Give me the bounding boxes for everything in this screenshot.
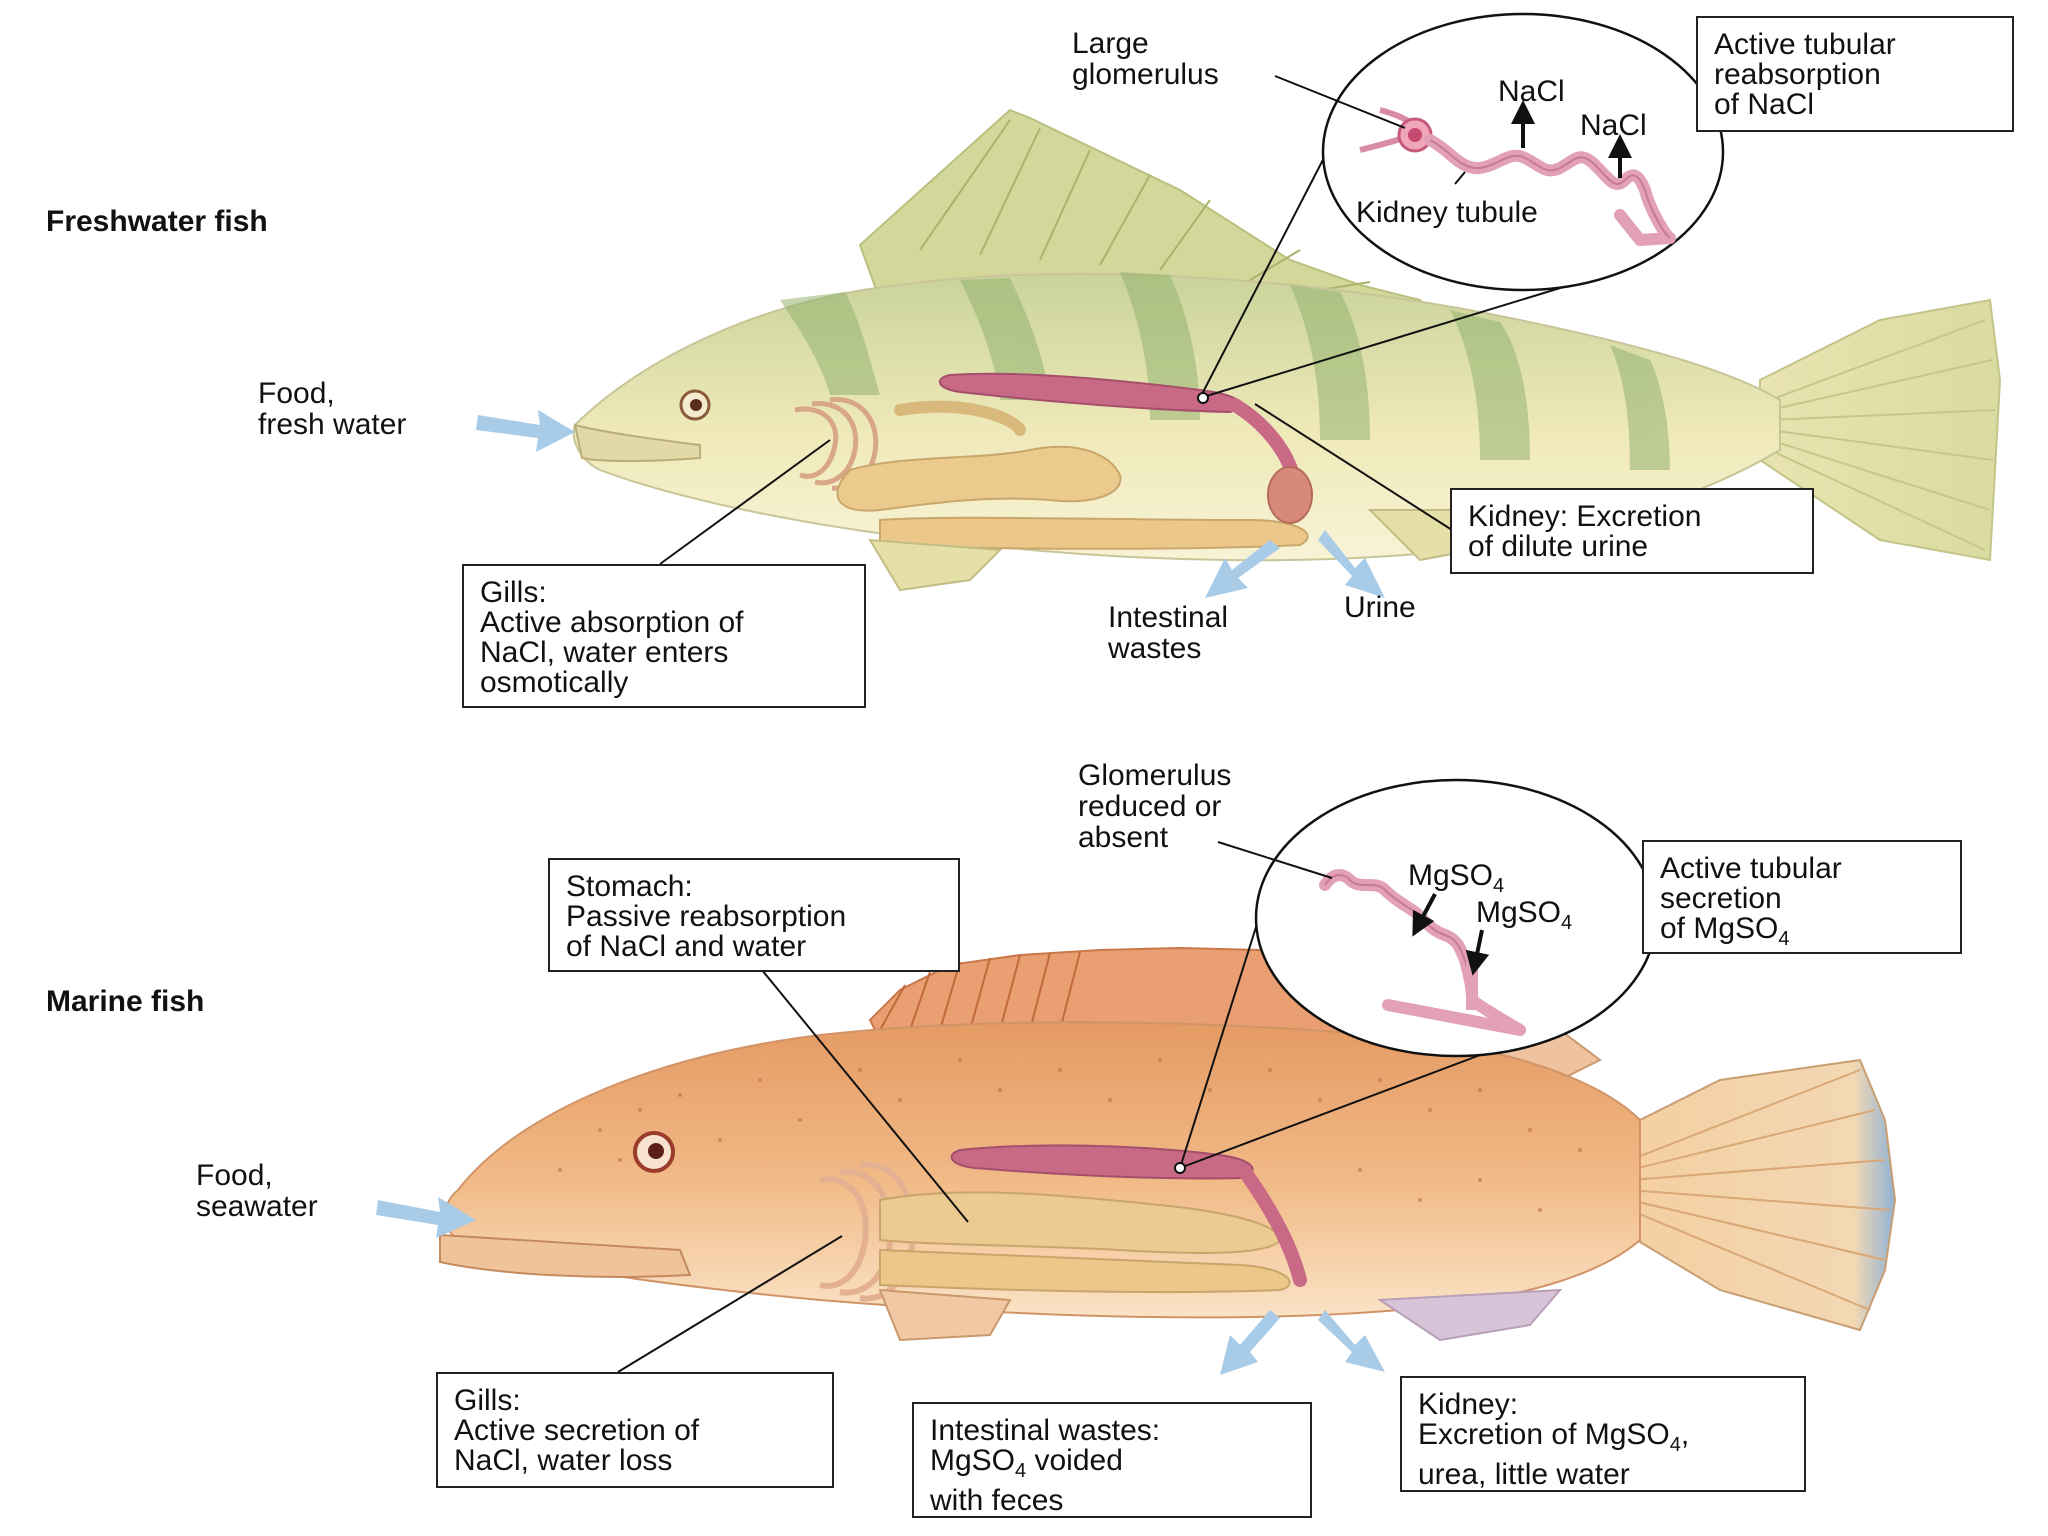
fw-wastes-arrow-icon [1205,540,1280,598]
marine-intestinal-wastes-box: Intestinal wastes: MgSO4 voided with fec… [912,1402,1312,1518]
fw-stripes [780,272,1670,470]
marine-food-arrow-icon [376,1197,476,1238]
fw-intestinal-wastes-label: Intestinal wastes [1108,601,1229,665]
marine-kidney-box: Kidney: Excretion of MgSO4, urea, little… [1400,1376,1806,1492]
marine-tail-fin [1619,1058,1897,1332]
fw-tubular-reabsorption-box: Active tubular reabsorption of NaCl [1696,16,2014,132]
fw-food-arrow-icon [476,410,575,452]
fw-gills-box: Gills: Active absorption of NaCl, water … [462,564,866,708]
marine-gills-box: Gills: Active secretion of NaCl, water l… [436,1372,834,1488]
marine-mouth [439,1233,692,1278]
mgso4-down-arrow-1-icon [1412,893,1437,937]
fw-nacl-label-2: NaCl [1580,109,1647,142]
marine-kidney-arrow-icon [1318,1310,1385,1372]
marine-fish [376,778,1897,1375]
freshwater-fish [476,12,2002,598]
fw-glomerulus-label: Large glomerulus [1072,27,1219,91]
section-title-freshwater: Freshwater fish [46,205,268,238]
marine-stomach-box: Stomach: Passive reabsorption of NaCl an… [548,858,960,972]
mgso4-down-arrow-2-icon [1465,929,1490,976]
fw-bladder [1267,466,1313,524]
fw-kidney-tubule-drawing [1359,107,1676,246]
marine-glomerulus-label: Glomerulus reduced or absent [1078,759,1232,854]
fw-mouth [573,423,701,462]
fw-food-label: Food, fresh water [258,377,407,441]
fw-kidney-tubule-label: Kidney tubule [1356,196,1538,229]
marine-speckles [558,1058,1582,1212]
marine-wastes-arrow-icon [1220,1310,1280,1375]
section-title-marine: Marine fish [46,985,205,1018]
marine-tubular-secretion-box: Active tubular secretion of MgSO4 [1642,840,1962,954]
fw-kidney-box: Kidney: Excretion of dilute urine [1450,488,1814,574]
fw-intestine [836,445,1122,512]
marine-mgso4-label-2: MgSO4 [1476,896,1573,934]
fw-nacl-label-1: NaCl [1498,75,1565,108]
marine-food-label: Food, seawater [196,1159,318,1223]
marine-mgso4-label-1: MgSO4 [1408,859,1505,897]
fw-kidney [938,372,1241,414]
fw-urine-label: Urine [1344,591,1416,624]
fw-urine-arrow-icon [1318,530,1385,598]
